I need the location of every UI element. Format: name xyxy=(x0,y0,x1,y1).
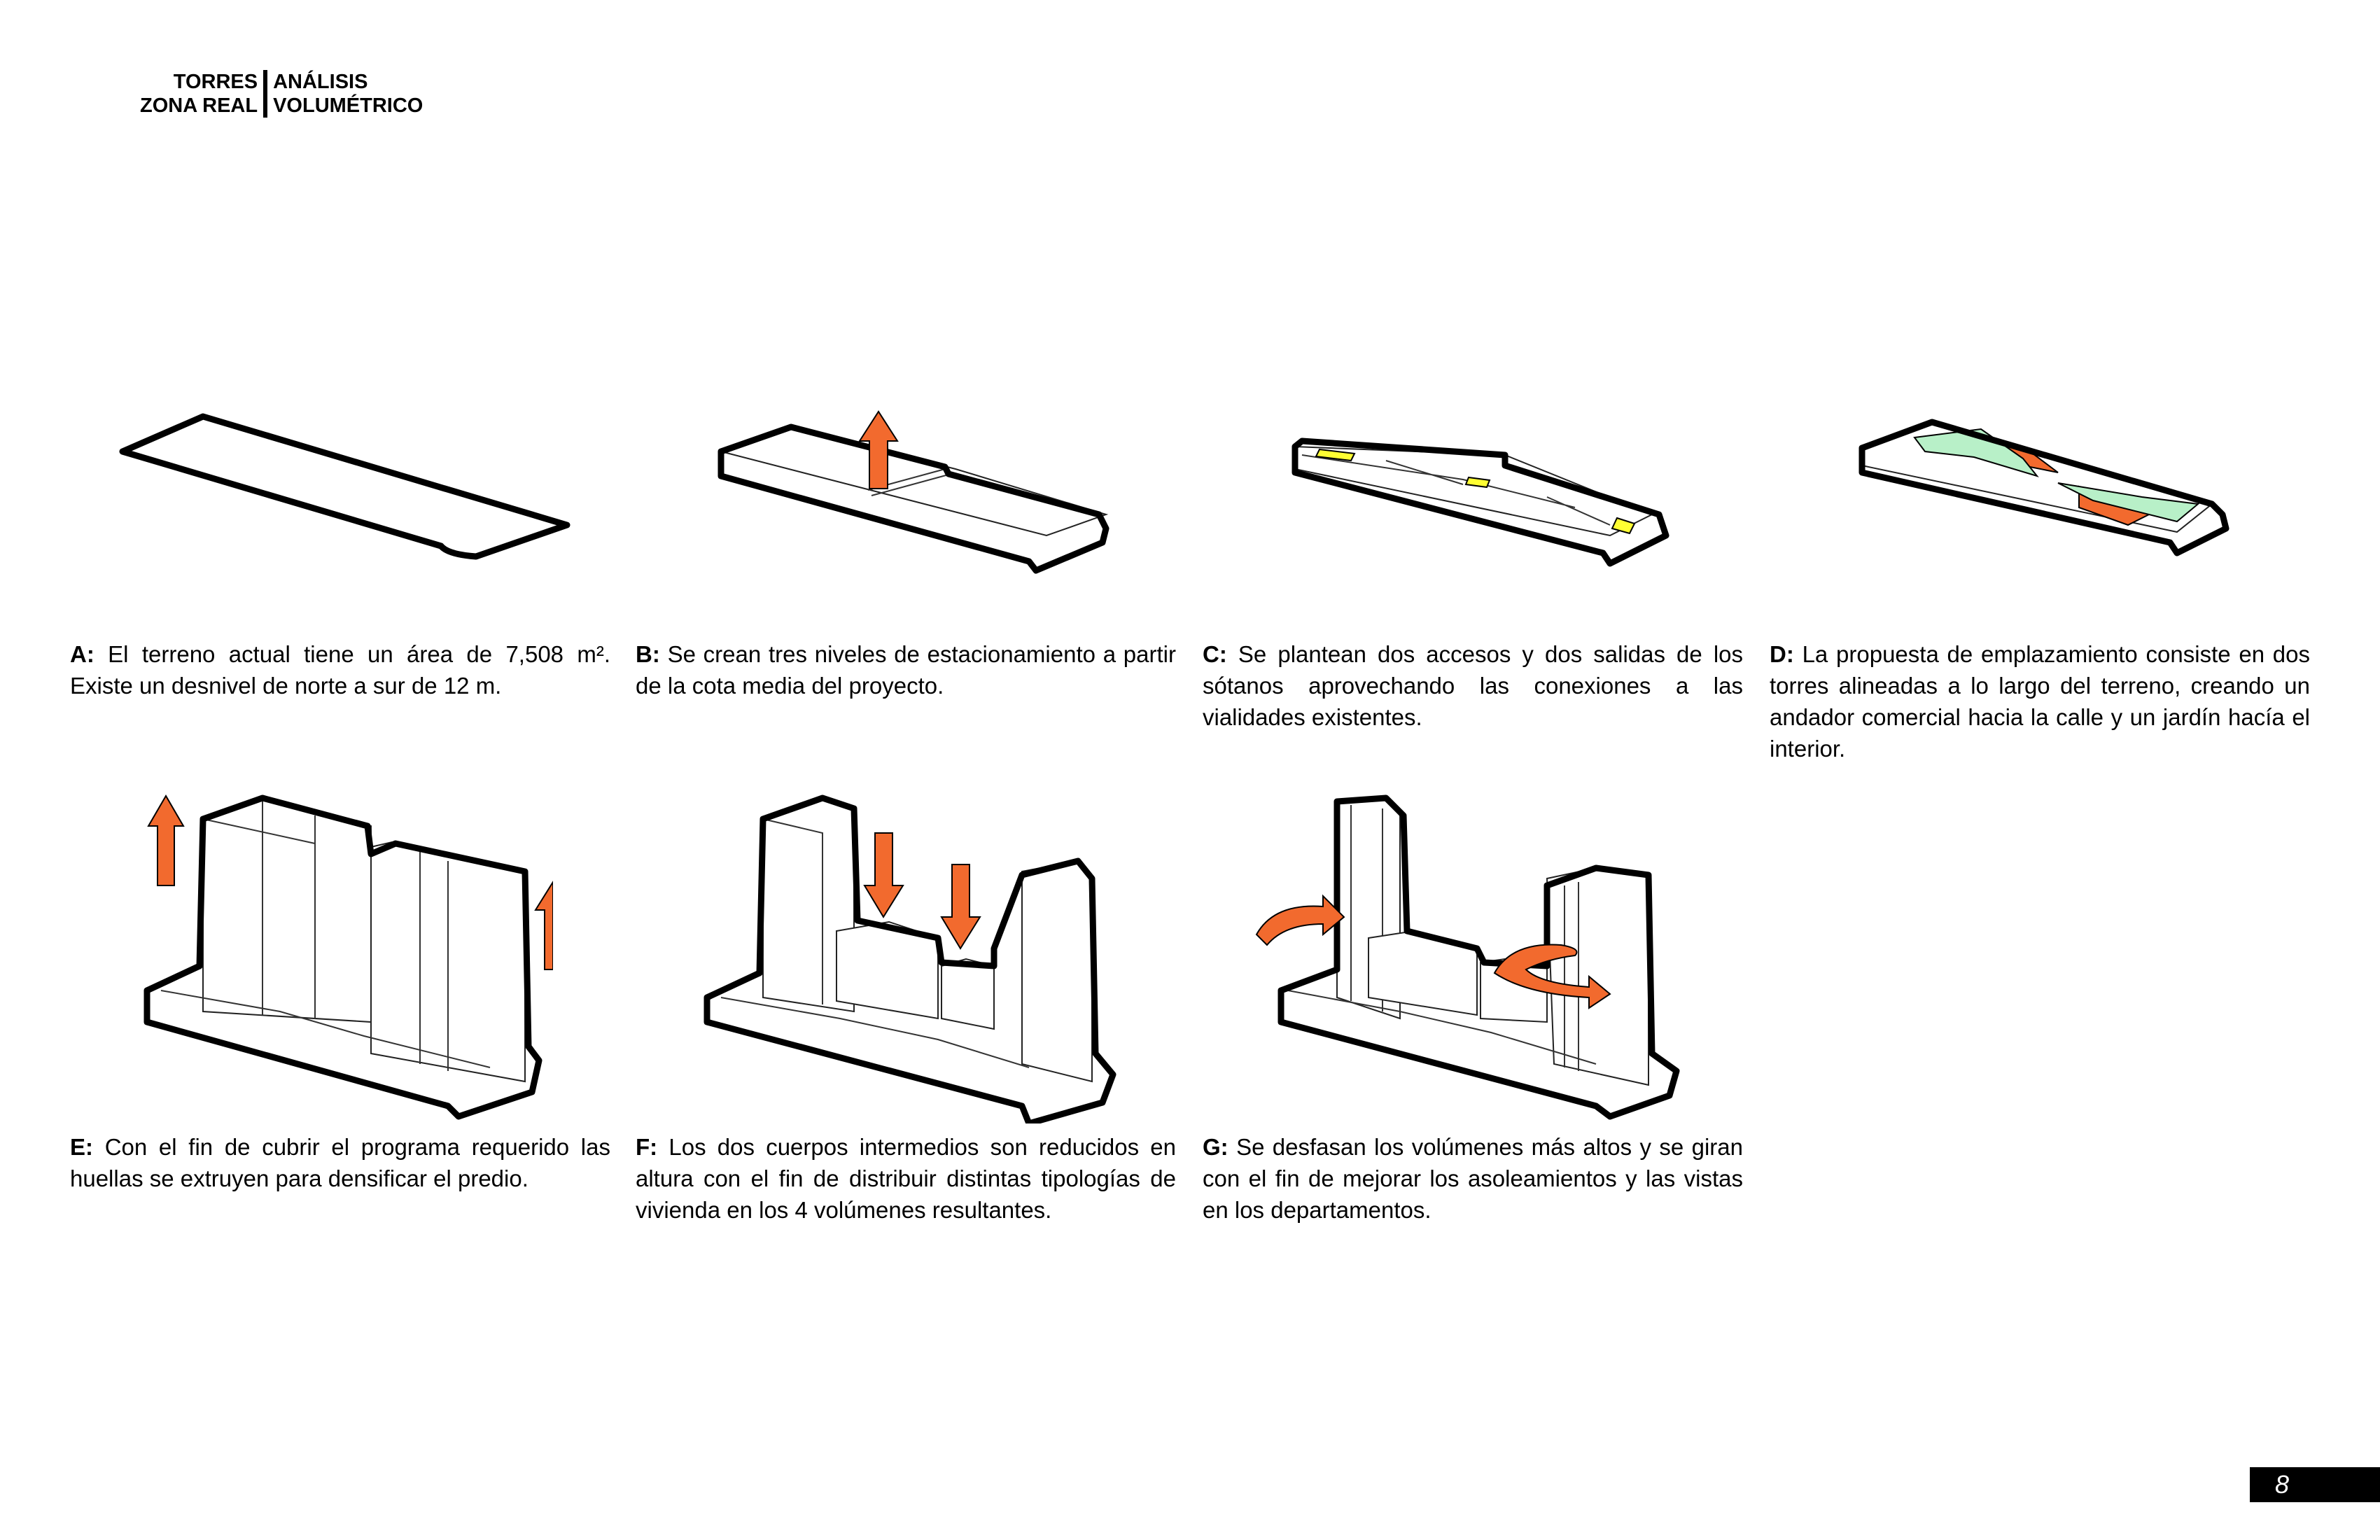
access-marker-1 xyxy=(1315,448,1356,462)
garden-area-2 xyxy=(2057,482,2200,523)
header-section-line-1: ANÁLISIS xyxy=(273,71,368,93)
caption-c-text: Se plantean dos accesos y dos salidas de… xyxy=(1203,641,1744,730)
garden-area xyxy=(1913,428,2039,477)
diagram-c-accesses xyxy=(1292,438,1670,567)
terrain-outline xyxy=(119,413,570,560)
header-section-title: ANÁLISIS VOLUMÉTRICO xyxy=(267,70,423,118)
page-number: 8 xyxy=(2250,1467,2380,1502)
caption-a: A: El terreno actual tiene un área de 7,… xyxy=(70,638,610,701)
reduced-volume-2 xyxy=(941,958,995,1030)
down-arrow-icon-2 xyxy=(940,864,981,950)
exit-marker xyxy=(1611,517,1636,535)
header-section-line-2: VOLUMÉTRICO xyxy=(273,94,424,117)
caption-d: D: La propuesta de emplazamiento consist… xyxy=(1770,638,2310,764)
diagram-f-height-reduction xyxy=(704,794,1116,1124)
document-header: TORRES ZONA REAL ANÁLISIS VOLUMÉTRICO xyxy=(140,70,423,118)
diagram-a-terrain xyxy=(119,413,570,560)
caption-f-text: Los dos cuerpos intermedios son reducido… xyxy=(636,1134,1177,1223)
diagram-e-extrusion xyxy=(144,794,553,1120)
caption-c: C: Se plantean dos accesos y dos salidas… xyxy=(1203,638,1743,733)
caption-b: B: Se crean tres niveles de estacionamie… xyxy=(636,638,1176,701)
caption-d-text: La propuesta de emplazamiento consiste e… xyxy=(1770,641,2310,762)
access-marker-2 xyxy=(1464,476,1491,489)
caption-e: E: Con el fin de cubrir el programa requ… xyxy=(70,1131,610,1194)
caption-b-label: B: xyxy=(636,641,660,667)
header-project-title: TORRES ZONA REAL xyxy=(140,70,268,118)
tall-volume-2 xyxy=(1021,860,1093,1083)
caption-e-label: E: xyxy=(70,1134,93,1160)
reduction-outline xyxy=(704,794,1116,1124)
rotation-outline xyxy=(1278,794,1680,1120)
caption-a-label: A: xyxy=(70,641,94,667)
caption-f-label: F: xyxy=(636,1134,658,1160)
down-arrow-icon-1 xyxy=(863,832,904,918)
diagram-d-site-plan xyxy=(1858,419,2230,556)
caption-g: G: Se desfasan los volúmenes más altos y… xyxy=(1203,1131,1743,1226)
site-outline xyxy=(1858,419,2230,556)
rotate-arrow-icon-left xyxy=(1255,894,1345,946)
diagram-b-parking-levels xyxy=(718,410,1110,574)
diagram-g-rotation xyxy=(1255,794,1680,1120)
tower-1-volume xyxy=(202,797,372,1023)
caption-f: F: Los dos cuerpos intermedios son reduc… xyxy=(636,1131,1176,1226)
caption-e-text: Con el fin de cubrir el programa requeri… xyxy=(70,1134,610,1191)
rotated-tower-2 xyxy=(1546,867,1649,1086)
up-arrow-icon-right xyxy=(534,881,553,970)
caption-a-text: El terreno actual tiene un área de 7,508… xyxy=(70,641,611,699)
parking-top-face xyxy=(718,426,1109,537)
up-arrow-icon-left xyxy=(147,794,185,886)
extrusion-outline xyxy=(144,794,542,1120)
parking-block-outline xyxy=(718,424,1110,574)
caption-g-text: Se desfasan los volúmenes más altos y se… xyxy=(1203,1134,1743,1223)
basement-outline xyxy=(1292,438,1670,567)
rotate-arrow-icon-right xyxy=(1493,944,1611,1009)
up-arrow-icon xyxy=(858,410,899,489)
header-title-line-1: TORRES xyxy=(173,71,258,93)
header-title-line-2: ZONA REAL xyxy=(140,94,258,117)
caption-g-label: G: xyxy=(1203,1134,1228,1160)
caption-b-text: Se crean tres niveles de estacionamiento… xyxy=(636,641,1176,699)
caption-c-label: C: xyxy=(1203,641,1227,667)
caption-d-label: D: xyxy=(1770,641,1794,667)
